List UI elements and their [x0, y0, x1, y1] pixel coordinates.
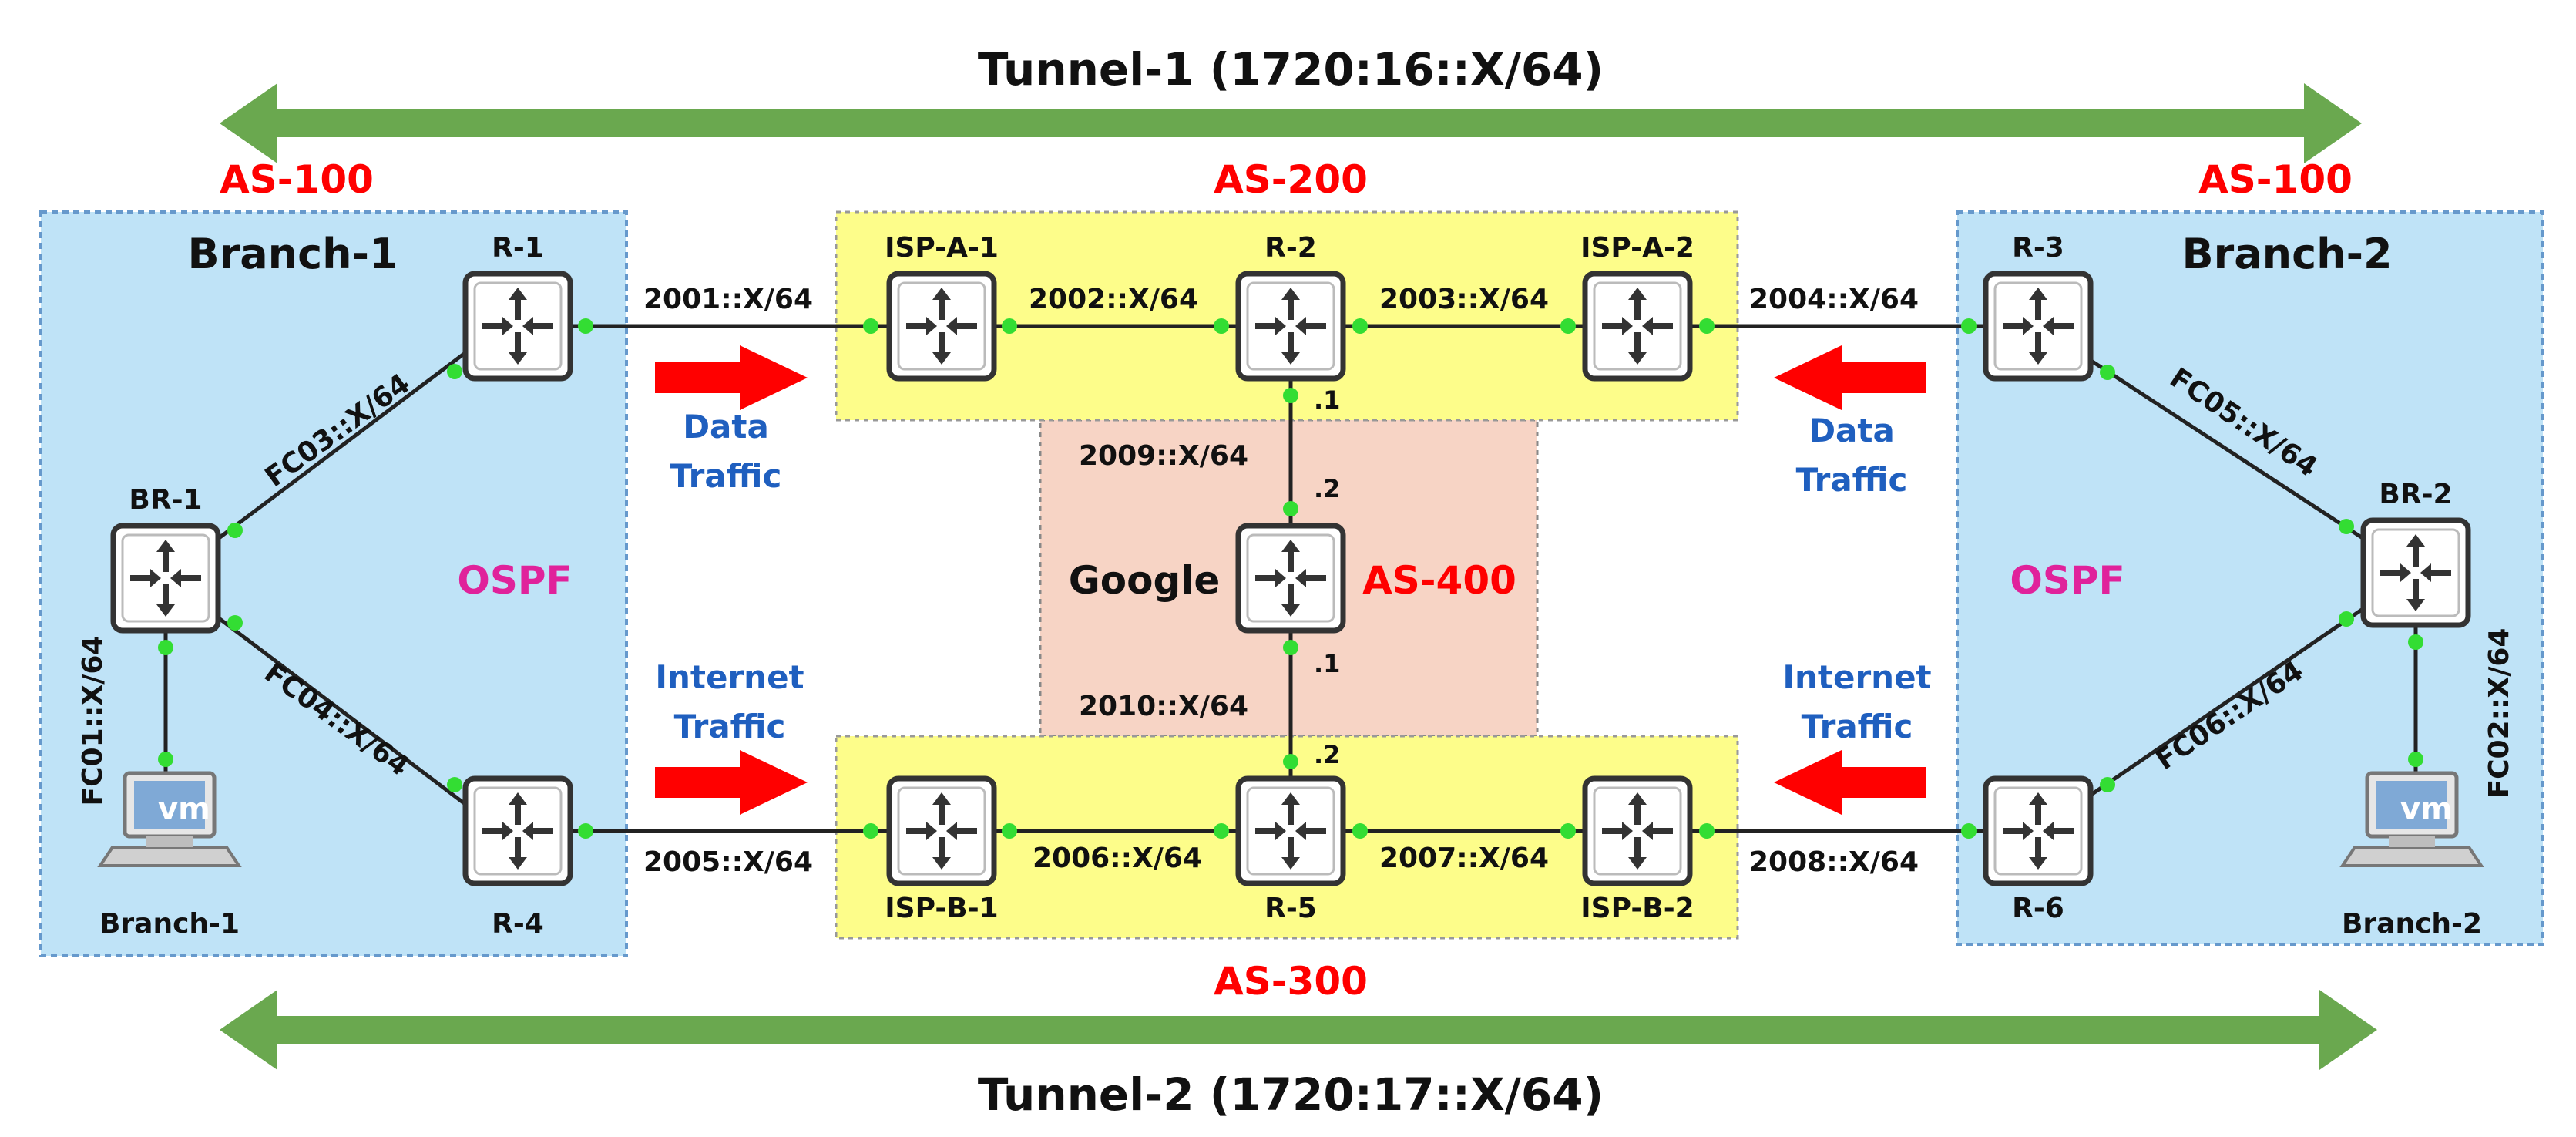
router-ispb1-icon[interactable]	[889, 779, 994, 883]
branch-2-title: Branch-2	[2181, 230, 2392, 278]
host-branch-1-badge: vm	[158, 792, 210, 827]
router-r3-icon[interactable]	[1986, 274, 2091, 378]
internet-traffic-arrow-right	[655, 750, 808, 815]
link-2004-label: 2004::X/64	[1749, 284, 1919, 315]
tunnel-1-label: Tunnel-1 (1720:16::X/64)	[978, 43, 1604, 96]
router-r1-label: R-1	[492, 232, 544, 264]
router-r2-label: R-2	[1264, 232, 1317, 264]
ospf-left-label: OSPF	[457, 558, 572, 603]
router-r5-label: R-5	[1264, 893, 1317, 924]
branch-1-title: Branch-1	[187, 230, 398, 278]
data-traffic-left-line2: Traffic	[670, 457, 782, 495]
router-r1-icon[interactable]	[465, 274, 570, 378]
iface-google-down-label: .1	[1314, 649, 1340, 678]
google-label: Google	[1069, 558, 1221, 603]
internet-traffic-arrow-left	[1774, 750, 1926, 815]
router-ispb1-label: ISP-B-1	[885, 893, 998, 924]
data-traffic-right-line2: Traffic	[1796, 461, 1908, 499]
router-br1-label: BR-1	[129, 484, 202, 516]
as-300-label: AS-300	[1214, 959, 1368, 1004]
host-branch-1-label: Branch-1	[99, 908, 240, 940]
link-2003-label: 2003::X/64	[1379, 284, 1549, 315]
router-r4-label: R-4	[492, 908, 544, 940]
data-traffic-arrow-right	[655, 345, 808, 410]
host-branch-2-badge: vm	[2400, 792, 2453, 827]
router-br2-icon[interactable]	[2363, 520, 2468, 625]
data-traffic-arrow-left	[1774, 345, 1926, 410]
as-100-right-label: AS-100	[2198, 157, 2353, 202]
router-br2-label: BR-2	[2379, 479, 2452, 510]
ospf-right-label: OSPF	[2010, 558, 2124, 603]
internet-traffic-left-line2: Traffic	[674, 708, 786, 745]
router-r6-label: R-6	[2012, 893, 2064, 924]
link-fc01-label: FC01::X/64	[77, 636, 109, 806]
host-branch-2-label: Branch-2	[2342, 908, 2482, 940]
data-traffic-left-line1: Data	[683, 408, 769, 446]
router-ispa1-label: ISP-A-1	[885, 232, 999, 264]
traffic-arrows	[655, 345, 1926, 815]
iface-r5-up-label: .2	[1314, 740, 1340, 769]
router-ispa2-icon[interactable]	[1585, 274, 1690, 378]
tunnel-1-arrow	[220, 83, 2362, 163]
link-fc02-label: FC02::X/64	[2484, 628, 2515, 799]
iface-r2-down-label: .1	[1314, 385, 1340, 415]
router-r5-icon[interactable]	[1238, 779, 1343, 883]
link-2007-label: 2007::X/64	[1379, 843, 1549, 874]
as-400-label: AS-400	[1362, 558, 1516, 603]
iface-google-up-label: .2	[1314, 474, 1340, 503]
router-r4-icon[interactable]	[465, 779, 570, 883]
as-100-left-label: AS-100	[220, 157, 374, 202]
link-2009-label: 2009::X/64	[1079, 440, 1248, 472]
router-ispb2-label: ISP-B-2	[1580, 893, 1694, 924]
router-br1-icon[interactable]	[113, 526, 218, 631]
router-ispa2-label: ISP-A-2	[1580, 232, 1694, 264]
interface-dots	[158, 318, 2423, 839]
router-r6-icon[interactable]	[1986, 779, 2091, 883]
link-2010-label: 2010::X/64	[1079, 691, 1248, 722]
internet-traffic-right-line2: Traffic	[1802, 708, 1913, 745]
as-200-label: AS-200	[1214, 157, 1368, 202]
tunnel-2-arrow	[220, 990, 2377, 1070]
router-r3-label: R-3	[2012, 232, 2064, 264]
link-2005-label: 2005::X/64	[643, 846, 813, 878]
tunnel-2-label: Tunnel-2 (1720:17::X/64)	[978, 1068, 1604, 1121]
link-2001-label: 2001::X/64	[643, 284, 813, 315]
internet-traffic-right-line1: Internet	[1782, 658, 1931, 696]
link-2008-label: 2008::X/64	[1749, 846, 1919, 878]
internet-traffic-left-line1: Internet	[655, 658, 804, 696]
link-2002-label: 2002::X/64	[1029, 284, 1198, 315]
data-traffic-right-line1: Data	[1809, 412, 1895, 449]
router-r2-icon[interactable]	[1238, 274, 1343, 378]
router-ispb2-icon[interactable]	[1585, 779, 1690, 883]
link-2006-label: 2006::X/64	[1033, 843, 1202, 874]
router-ispa1-icon[interactable]	[889, 274, 994, 378]
router-google-icon[interactable]	[1238, 526, 1343, 631]
